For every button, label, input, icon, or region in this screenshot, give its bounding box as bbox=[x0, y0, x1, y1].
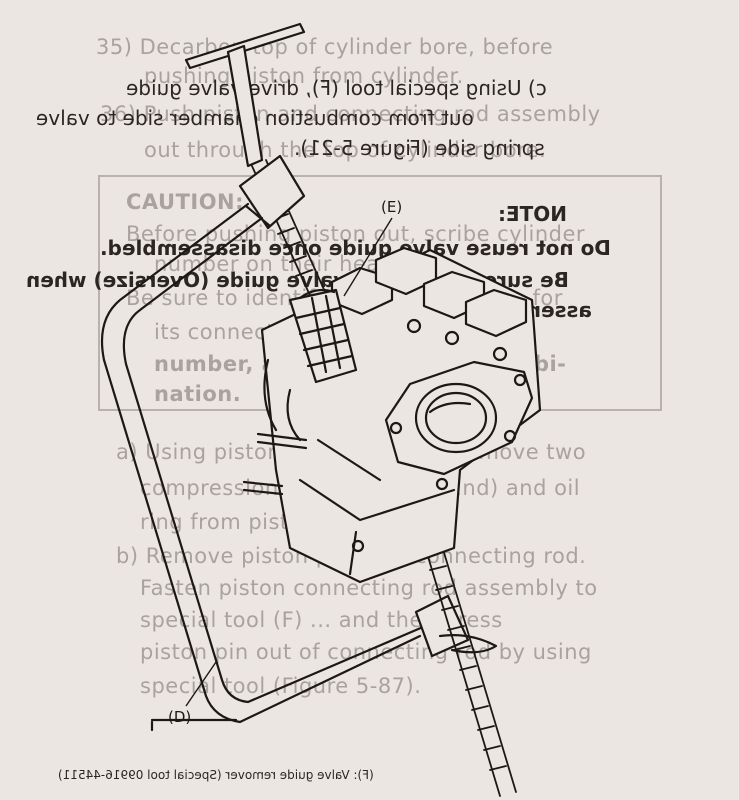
bleed-caution-6: nation. bbox=[154, 382, 242, 406]
bleed-line-2: pushing piston from cylinder. bbox=[144, 64, 464, 88]
figure-caption: (F): Valve guide remover (Special tool 0… bbox=[58, 768, 374, 782]
t-handle-shaft bbox=[226, 44, 264, 168]
valve-spring-assembly bbox=[288, 288, 358, 384]
c-frame bbox=[100, 202, 422, 724]
bleed-line-4: out through the top of cylinder bore. bbox=[144, 138, 547, 162]
bleed-line-1: 35) Decarbon top of cylinder bore, befor… bbox=[96, 35, 554, 59]
bleed-caution-title: CAUTION: bbox=[126, 190, 245, 214]
upper-yoke bbox=[238, 154, 306, 230]
label-d: (D) bbox=[168, 708, 192, 726]
bleed-caution-1: Before pushing piston out, scribe cylind… bbox=[126, 222, 586, 246]
label-e: (E) bbox=[381, 198, 403, 216]
lower-yoke bbox=[414, 594, 470, 658]
bleed-line-3: 36) Push piston and connecting rod assem… bbox=[100, 102, 601, 126]
bleed-step-b-5: special tool (Figure 5-87). bbox=[140, 674, 422, 698]
threaded-rod-lower bbox=[419, 525, 517, 797]
